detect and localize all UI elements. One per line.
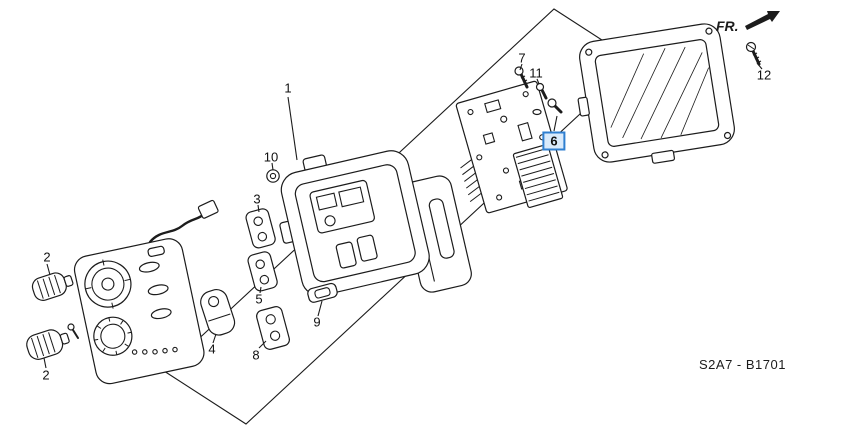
- part-label-4[interactable]: 4: [208, 341, 216, 357]
- part-label-10[interactable]: 10: [263, 149, 279, 165]
- knob-2-lower-drawing: [26, 329, 70, 360]
- part-label-2-lower[interactable]: 2: [42, 367, 50, 383]
- screw-12-drawing: [745, 41, 762, 66]
- part-label-12[interactable]: 12: [756, 67, 772, 83]
- part-label-6[interactable]: 6: [542, 131, 566, 151]
- harness-wire-drawing: [148, 212, 206, 244]
- rear-cover-drawing: [577, 23, 735, 164]
- clip-9-drawing: [307, 282, 338, 303]
- part-label-8[interactable]: 8: [252, 347, 260, 363]
- bulb-6-drawing: [532, 98, 563, 116]
- part-label-5[interactable]: 5: [255, 291, 263, 307]
- connector-block-drawing: [512, 143, 564, 209]
- wire-connector-drawing: [197, 199, 219, 219]
- control-faceplate-drawing: [73, 238, 205, 385]
- part-label-2-upper[interactable]: 2: [43, 249, 51, 265]
- part-label-1[interactable]: 1: [284, 80, 292, 96]
- main-housing-drawing: [279, 150, 430, 297]
- part-label-9[interactable]: 9: [313, 314, 321, 330]
- part-label-7[interactable]: 7: [518, 50, 526, 66]
- part-label-11[interactable]: 11: [529, 65, 543, 81]
- switch-8-drawing: [256, 306, 290, 350]
- leader-lines: [43, 62, 763, 369]
- screw-11-drawing: [535, 82, 548, 100]
- fr-label: FR.: [716, 18, 739, 34]
- fr-direction-indicator: FR.: [716, 11, 780, 34]
- switch-5-drawing: [247, 251, 278, 292]
- diagram-code: S2A7 - B1701: [699, 357, 786, 372]
- bracket-4-drawing: [200, 289, 236, 336]
- switch-3-drawing: [245, 208, 276, 249]
- knob-2-upper-drawing: [31, 272, 74, 301]
- nut-10-drawing: [266, 169, 280, 183]
- fr-arrow-icon: [745, 11, 780, 30]
- screw-7-drawing: [514, 66, 529, 89]
- part-label-3[interactable]: 3: [253, 191, 261, 207]
- knob-screw-drawing: [67, 323, 79, 339]
